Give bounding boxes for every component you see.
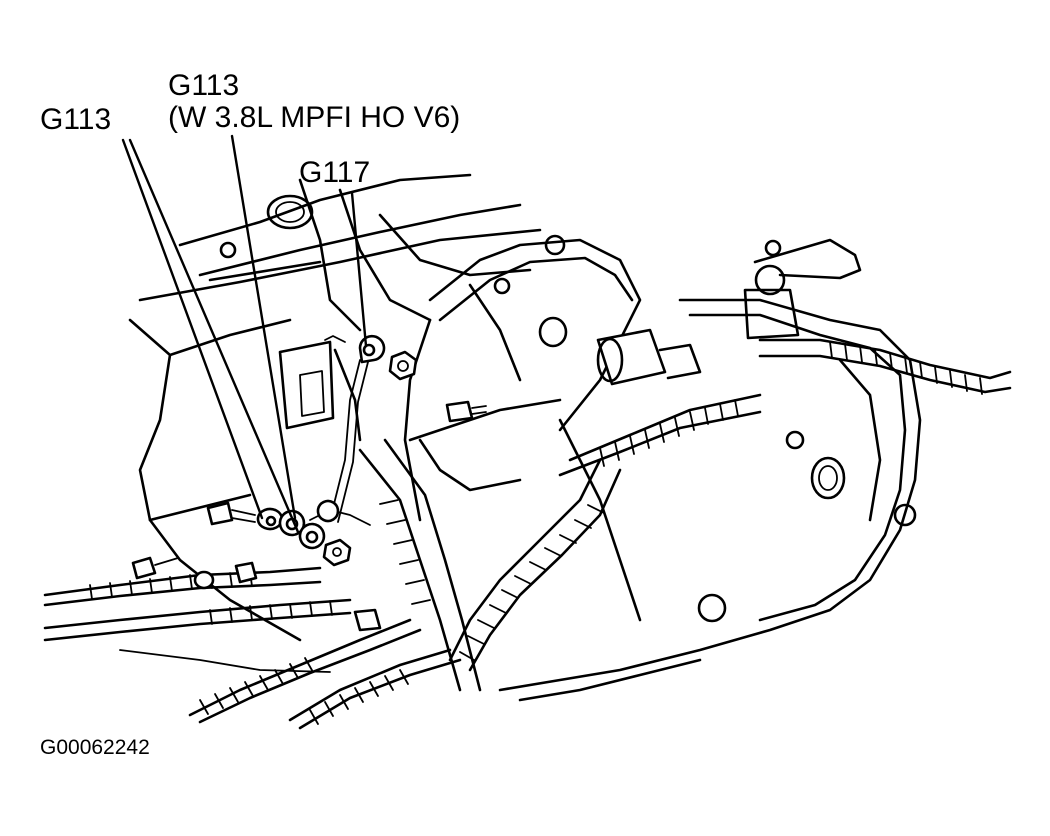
leader-g113-left-a	[121, 138, 264, 520]
harness-ribbing	[89, 341, 983, 725]
engine-block-outline	[128, 173, 566, 522]
ground-cables	[119, 359, 371, 673]
leader-g113-variant	[230, 134, 297, 520]
leader-g117	[350, 191, 368, 348]
label-g113-left: G113	[40, 103, 112, 136]
leader-lines	[121, 134, 368, 534]
leader-g113-left-b	[128, 138, 300, 534]
wiring-harness	[43, 318, 1012, 730]
label-g113-variant-note: (W 3.8L MPFI HO V6)	[168, 101, 461, 134]
figure-code: G00062242	[40, 736, 150, 759]
transaxle-case	[498, 238, 922, 702]
shaft-assembly	[538, 316, 702, 386]
connector-housing	[278, 340, 335, 430]
label-g117: G117	[299, 156, 371, 189]
label-g113-variant-code: G113	[168, 69, 240, 102]
